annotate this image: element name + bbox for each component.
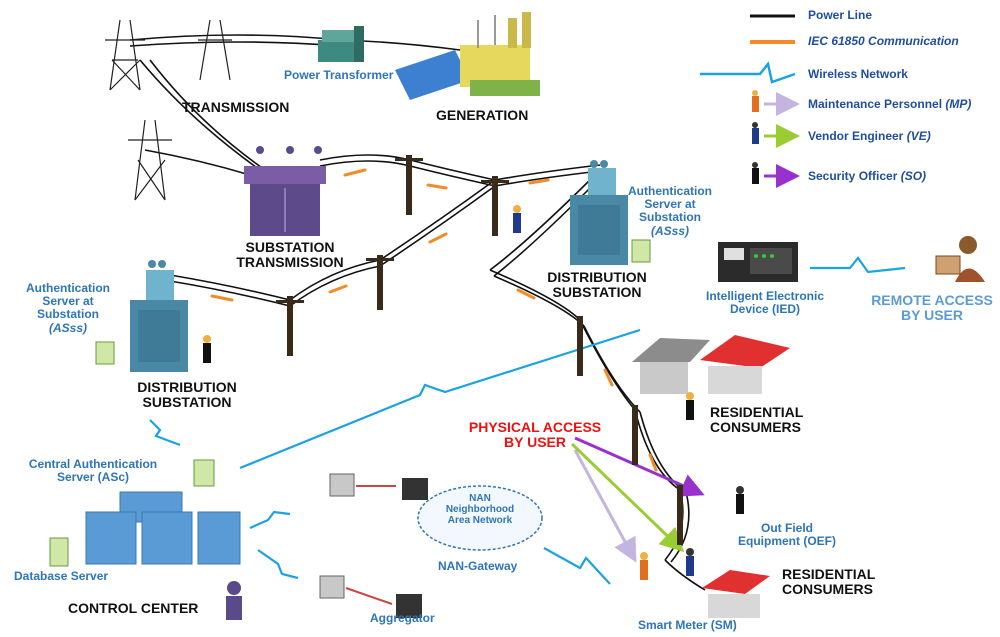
- power-lines: [129, 34, 706, 591]
- label-nan-gateway: NAN-Gateway: [438, 559, 518, 573]
- label-nan: NAN Neighborhood Area Network: [430, 493, 530, 526]
- utility-poles: [276, 155, 683, 545]
- label-physical-access: PHYSICAL ACCESS BY USER: [460, 419, 610, 451]
- legend-ve-abbr: (VE): [906, 129, 931, 143]
- label-distribution-right: DISTRIBUTION SUBSTATION: [532, 269, 662, 301]
- legend-ve-name: Vendor Engineer: [808, 129, 904, 143]
- label-auth-server-left: Authentication Server at Substation (ASs…: [18, 281, 118, 335]
- label-residential-bottom-line2: CONSUMERS: [782, 581, 874, 598]
- label-central-auth-line1: Central Authentication: [28, 457, 158, 471]
- distribution-substation-left-icon: [95, 260, 188, 372]
- label-substation-transmission-line2: TRANSMISSION: [236, 254, 344, 271]
- label-physical-line1: PHYSICAL ACCESS: [468, 419, 602, 435]
- label-distribution-right-line2: SUBSTATION: [552, 284, 642, 301]
- nan-cloud-icon: [417, 485, 543, 551]
- access-arrows: [570, 436, 705, 563]
- legend-wireless: Wireless Network: [808, 67, 908, 81]
- control-center-servers-icon: [85, 491, 241, 565]
- label-smart-meter: Smart Meter (SM): [638, 618, 737, 632]
- substation-transmission-icon: [244, 146, 326, 236]
- label-database-server: Database Server: [14, 569, 109, 583]
- label-remote-access: REMOTE ACCESS BY USER: [868, 292, 996, 324]
- label-generation: GENERATION: [436, 107, 529, 123]
- label-ied-line2: Device (IED): [729, 302, 801, 317]
- ied-device-icon: [718, 242, 798, 282]
- wireless-links: [149, 256, 906, 585]
- legend-so: Security Officer (SO): [808, 169, 927, 183]
- label-residential-top: RESIDENTIAL CONSUMERS: [710, 404, 810, 436]
- label-distribution-right-line1: DISTRIBUTION: [547, 269, 647, 285]
- label-power-transformer: Power Transformer: [284, 68, 394, 82]
- residential-house-bottom-icon: [702, 570, 770, 618]
- label-remote-line2: BY USER: [901, 307, 963, 324]
- legend-so-abbr: (SO): [900, 169, 927, 183]
- label-residential-bottom: RESIDENTIAL CONSUMERS: [782, 566, 892, 598]
- generation-plant-icon: [395, 12, 540, 100]
- residential-houses-top-icon: [632, 335, 790, 394]
- label-nan-line3: Area Network: [447, 515, 513, 526]
- power-transformer-icon: [318, 26, 364, 62]
- remote-user-icon: [935, 236, 985, 282]
- distribution-substation-right-icon: [570, 160, 651, 265]
- label-auth-left-line3: Substation: [37, 307, 99, 322]
- legend-mp: Maintenance Personnel (MP): [808, 97, 972, 111]
- legend-power-line: Power Line: [808, 8, 873, 22]
- label-substation-transmission: SUBSTATION TRANSMISSION: [230, 239, 350, 271]
- label-auth-server-right: Authentication Server at Substation (ASs…: [620, 184, 720, 238]
- label-auth-right-line4: (ASss): [650, 223, 689, 238]
- legend-mp-abbr: (MP): [945, 97, 972, 111]
- label-ied-line1: Intelligent Electronic: [705, 289, 825, 303]
- label-auth-right-line3: Substation: [639, 210, 701, 225]
- label-auth-left-line1: Authentication: [26, 281, 110, 295]
- legend-so-name: Security Officer: [808, 169, 898, 183]
- legend-graphics: [700, 14, 800, 188]
- label-distribution-left: DISTRIBUTION SUBSTATION: [122, 379, 252, 411]
- label-oef: Out Field Equipment (OEF): [732, 521, 842, 549]
- label-transmission: TRANSMISSION: [182, 99, 290, 115]
- label-physical-line2: BY USER: [504, 434, 566, 451]
- label-distribution-left-line2: SUBSTATION: [142, 394, 232, 411]
- label-central-auth: Central Authentication Server (ASc): [18, 457, 168, 485]
- central-auth-server-icon: [193, 459, 215, 487]
- label-remote-line1: REMOTE ACCESS: [871, 292, 993, 308]
- control-center-person-icon: [226, 581, 242, 620]
- label-nan-line1: NAN: [469, 493, 491, 504]
- label-auth-left-line4: (ASss): [48, 320, 87, 335]
- label-aggregator: Aggregator: [370, 611, 435, 625]
- label-nan-line2: Neighborhood: [445, 504, 515, 515]
- label-central-auth-line2: Server (ASc): [56, 470, 130, 485]
- meters-aggregators-icons: [319, 473, 428, 618]
- legend-mp-name: Maintenance Personnel: [808, 97, 943, 111]
- label-oef-line2: Equipment (OEF): [738, 534, 836, 549]
- label-substation-transmission-line1: SUBSTATION: [245, 239, 335, 255]
- legend-ve: Vendor Engineer (VE): [808, 129, 931, 143]
- label-residential-top-line1: RESIDENTIAL: [710, 404, 804, 420]
- transmission-towers: [105, 19, 232, 201]
- label-distribution-left-line1: DISTRIBUTION: [137, 379, 237, 395]
- label-residential-top-line2: CONSUMERS: [710, 419, 802, 436]
- label-control-center: CONTROL CENTER: [68, 600, 199, 616]
- label-oef-line1: Out Field: [761, 521, 813, 535]
- label-ied: Intelligent Electronic Device (IED): [695, 289, 835, 317]
- label-auth-right-line1: Authentication: [628, 184, 712, 198]
- personnel-figures: [203, 205, 744, 580]
- label-residential-bottom-line1: RESIDENTIAL: [782, 566, 876, 582]
- database-server-icon: [49, 537, 69, 567]
- label-auth-left-line2: Server at: [42, 294, 94, 309]
- legend-iec: IEC 61850 Communication: [808, 34, 959, 48]
- label-auth-right-line2: Server at: [644, 197, 696, 212]
